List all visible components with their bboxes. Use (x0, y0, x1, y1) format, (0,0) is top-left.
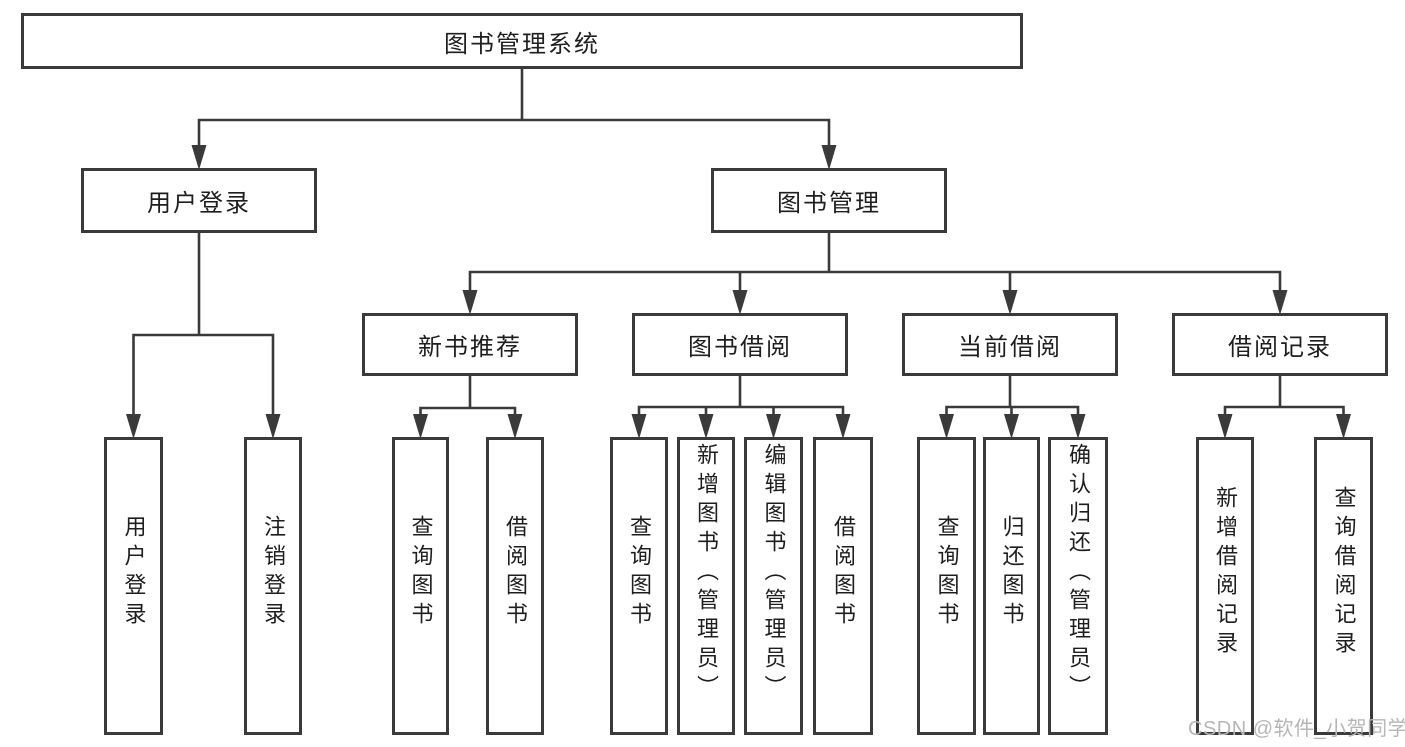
node-book-mgmt: 图书管理 (711, 168, 947, 233)
node-label: 确认归还（管理员） (1066, 442, 1091, 704)
node-user-login: 用户登录 (81, 168, 317, 233)
node-borrow-records: 借阅记录 (1172, 313, 1388, 376)
node-cb-confirm: 确认归还（管理员） (1048, 437, 1108, 735)
node-label: 借阅图书 (831, 515, 856, 631)
node-br-add: 新增借阅记录 (1196, 437, 1254, 735)
node-current-borrow: 当前借阅 (902, 313, 1118, 376)
node-label: 新书推荐 (418, 334, 522, 361)
node-label: 用户登录 (121, 515, 147, 631)
node-root: 图书管理系统 (21, 13, 1023, 69)
node-label: 当前借阅 (958, 334, 1062, 361)
node-login: 用户登录 (104, 437, 163, 735)
node-label: 新增借阅记录 (1213, 486, 1238, 660)
node-label: 新增图书（管理员） (694, 442, 719, 704)
node-bb-query: 查询图书 (610, 437, 668, 735)
node-label: 查询图书 (408, 515, 434, 631)
node-bb-edit: 编辑图书（管理员） (744, 437, 803, 735)
node-label: 查询图书 (627, 515, 652, 631)
node-label: 借阅记录 (1228, 334, 1332, 361)
node-nbr-borrow: 借阅图书 (486, 437, 544, 735)
node-cb-query: 查询图书 (917, 437, 976, 735)
node-cb-return: 归还图书 (983, 437, 1040, 735)
csdn-watermark: CSDN @软件_小贺同学 (1188, 718, 1405, 740)
node-label: 归还图书 (999, 515, 1025, 631)
node-nbr-query: 查询图书 (392, 437, 449, 735)
node-new-book-rec: 新书推荐 (362, 313, 578, 376)
node-label: 图书借阅 (688, 334, 792, 361)
node-book-borrow: 图书借阅 (632, 313, 848, 376)
node-label: 图书管理系统 (444, 30, 600, 58)
node-bb-add: 新增图书（管理员） (677, 437, 735, 735)
node-label: 用户登录 (147, 190, 251, 217)
node-label: 注销登录 (261, 515, 286, 631)
node-label: 编辑图书（管理员） (761, 442, 787, 704)
node-label: 借阅图书 (503, 515, 528, 631)
node-br-query: 查询借阅记录 (1314, 437, 1373, 735)
node-label: 查询图书 (934, 515, 960, 631)
node-label: 图书管理 (777, 190, 881, 217)
node-bb-borrow: 借阅图书 (813, 437, 873, 735)
node-label: 查询借阅记录 (1331, 486, 1357, 660)
node-logout: 注销登录 (244, 437, 302, 735)
